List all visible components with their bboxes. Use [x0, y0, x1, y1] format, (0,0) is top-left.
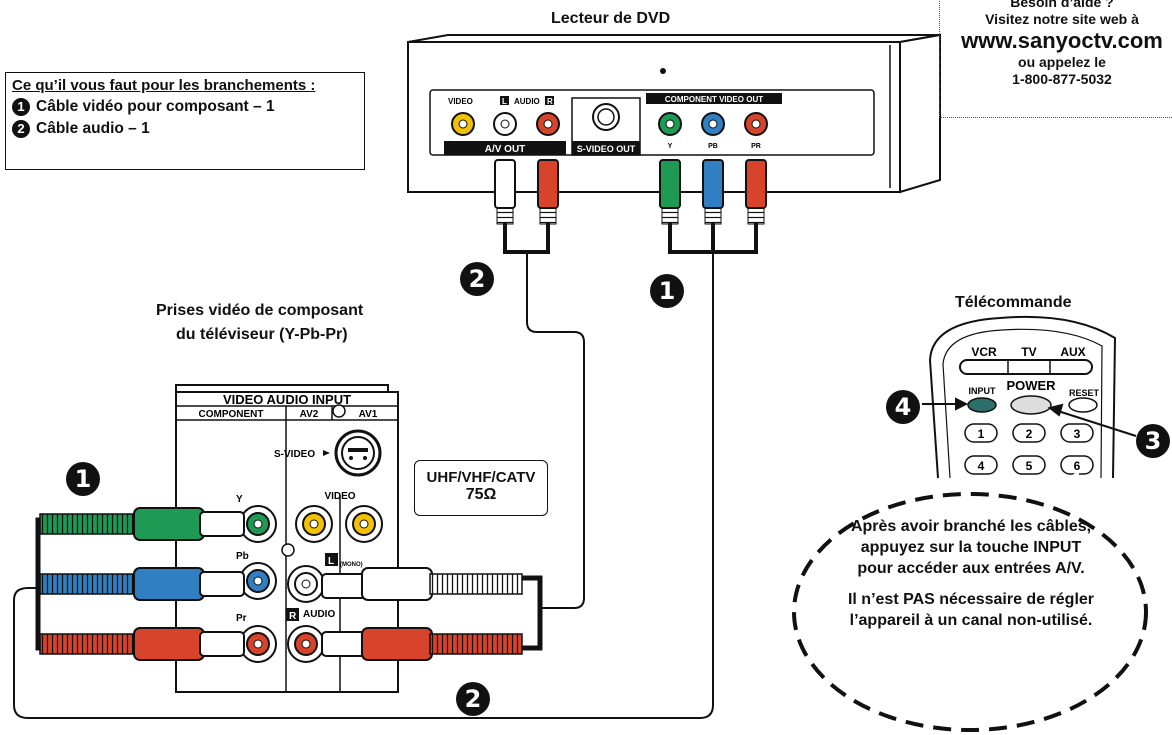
tv-title-line2: du téléviseur (Y-Pb-Pr) [176, 326, 348, 343]
instruction-note: Après avoir branché les câbles, appuyez … [800, 488, 1142, 734]
requirement-item: 1 Câble vidéo pour composant – 1 [12, 98, 358, 116]
dvd-label-l: L [502, 97, 507, 106]
step-1-marker: 1 [650, 274, 684, 308]
tv-panel-video: VIDEO [324, 491, 355, 502]
antenna-label: UHF/VHF/CATV [426, 469, 536, 486]
tv-jack-audio-l [287, 565, 325, 603]
dvd-jack-audio-r [536, 112, 560, 136]
step-badge-2: 2 [12, 120, 30, 138]
remote-num-2: 2 [1026, 427, 1033, 441]
remote-num-3: 3 [1074, 427, 1081, 441]
remote-button-2[interactable] [1012, 423, 1046, 443]
dvd-jack-pb [701, 112, 725, 136]
remote-power-button[interactable] [1010, 395, 1052, 415]
tv-jack-y [239, 505, 277, 543]
dvd-component-plugs [659, 159, 767, 225]
antenna-impedance: 75Ω [465, 486, 497, 503]
antenna-input-box: UHF/VHF/CATV 75Ω [414, 460, 548, 516]
dvd-jack-video [451, 112, 475, 136]
remote-label-input: INPUT [969, 386, 997, 396]
dvd-player [407, 33, 941, 194]
remote-label-reset: RESET [1069, 388, 1100, 398]
requirement-item: 2 Câble audio – 1 [12, 120, 358, 138]
tv-panel-pr: Pr [236, 613, 247, 624]
tv-panel-svideo: S-VIDEO [274, 449, 315, 460]
help-line3: ou appelez le [1018, 54, 1106, 70]
dvd-label-av-out: A/V OUT [485, 144, 526, 155]
dvd-label-y: Y [668, 143, 673, 150]
tv-panel-pb: Pb [236, 551, 249, 562]
tv-jack-video-av1 [345, 505, 383, 543]
step-1-marker-tv: 1 [66, 462, 100, 496]
tv-jack-pr [239, 625, 277, 663]
remote-label-vcr: VCR [971, 345, 997, 359]
dvd-title: Lecteur de DVD [551, 10, 671, 27]
remote-button-3[interactable] [1060, 423, 1094, 443]
remote-label-power: POWER [1006, 378, 1056, 393]
step-2-marker-tv: 2 [456, 682, 490, 716]
help-url[interactable]: www.sanyoctv.com [961, 28, 1163, 53]
note-paragraph-1: Après avoir branché les câbles, appuyez … [850, 518, 1092, 577]
step-2-marker: 2 [460, 262, 494, 296]
tv-panel-y: Y [236, 494, 243, 505]
dvd-label-svideo-out: S-VIDEO OUT [577, 144, 636, 154]
tv-panel-header: VIDEO AUDIO INPUT [223, 392, 351, 407]
help-line1: Besoin d’aide ? [1010, 0, 1114, 10]
dvd-label-video: VIDEO [448, 97, 473, 106]
dvd-label-r: R [547, 97, 553, 106]
pointer-arrows [922, 397, 1137, 437]
requirements-box: Ce qu’il vous faut pour les branchements… [5, 72, 365, 170]
remote-control [928, 315, 1117, 479]
dvd-jack-audio-l [493, 112, 517, 136]
dvd-label-pr: PR [751, 143, 761, 150]
remote-title: Télécommande [955, 294, 1072, 311]
remote-label-aux: AUX [1060, 345, 1085, 359]
tv-audio-plugs [321, 567, 523, 661]
dvd-jack-y [658, 112, 682, 136]
help-box: Besoin d’aide ? Visitez notre site web à… [939, 0, 1172, 118]
help-phone: 1-800-877-5032 [1012, 71, 1112, 87]
tv-jack-audio-r [287, 625, 325, 663]
tv-panel-av1: AV1 [359, 409, 378, 420]
tv-panel-mono: (MONO) [340, 562, 363, 568]
tv-jack-pb [239, 562, 277, 600]
remote-button-4[interactable] [964, 455, 998, 475]
tv-panel-av2: AV2 [300, 409, 319, 420]
tv-component-plugs [39, 507, 245, 661]
tv-panel-component: COMPONENT [199, 409, 264, 420]
remote-num-5: 5 [1026, 459, 1033, 473]
remote-num-1: 1 [978, 427, 985, 441]
note-bubble [792, 492, 1148, 732]
dvd-label-pb: PB [708, 143, 718, 150]
remote-button-5[interactable] [1012, 455, 1046, 475]
remote-reset-button[interactable] [1068, 397, 1098, 413]
tv-title-line1: Prises vidéo de composant [156, 302, 364, 319]
remote-label-tv: TV [1021, 345, 1036, 359]
tv-jack-video-av2 [295, 505, 333, 543]
tv-panel-l: L [328, 556, 334, 567]
remote-num-4: 4 [978, 459, 985, 473]
requirement-text: Câble audio – 1 [36, 120, 150, 137]
tv-panel-audio: AUDIO [303, 609, 335, 620]
dvd-jack-pr [744, 112, 768, 136]
requirements-heading: Ce qu’il vous faut pour les branchements… [12, 77, 316, 94]
remote-button-1[interactable] [964, 423, 998, 443]
tv-panel-r: R [289, 611, 297, 622]
step-4-marker: 4 [886, 390, 920, 424]
remote-num-6: 6 [1074, 459, 1081, 473]
requirement-text: Câble vidéo pour composant – 1 [36, 98, 275, 115]
note-paragraph-2: Il n’est PAS nécessaire de régler l’appa… [847, 591, 1095, 629]
help-line2: Visitez notre site web à [985, 11, 1139, 27]
dvd-audio-plugs [494, 159, 559, 225]
step-3-marker: 3 [1136, 424, 1170, 458]
dvd-label-component-out: COMPONENT VIDEO OUT [665, 95, 763, 104]
dvd-label-audio: AUDIO [514, 97, 540, 106]
remote-input-button[interactable] [967, 397, 997, 413]
step-badge-1: 1 [12, 98, 30, 116]
